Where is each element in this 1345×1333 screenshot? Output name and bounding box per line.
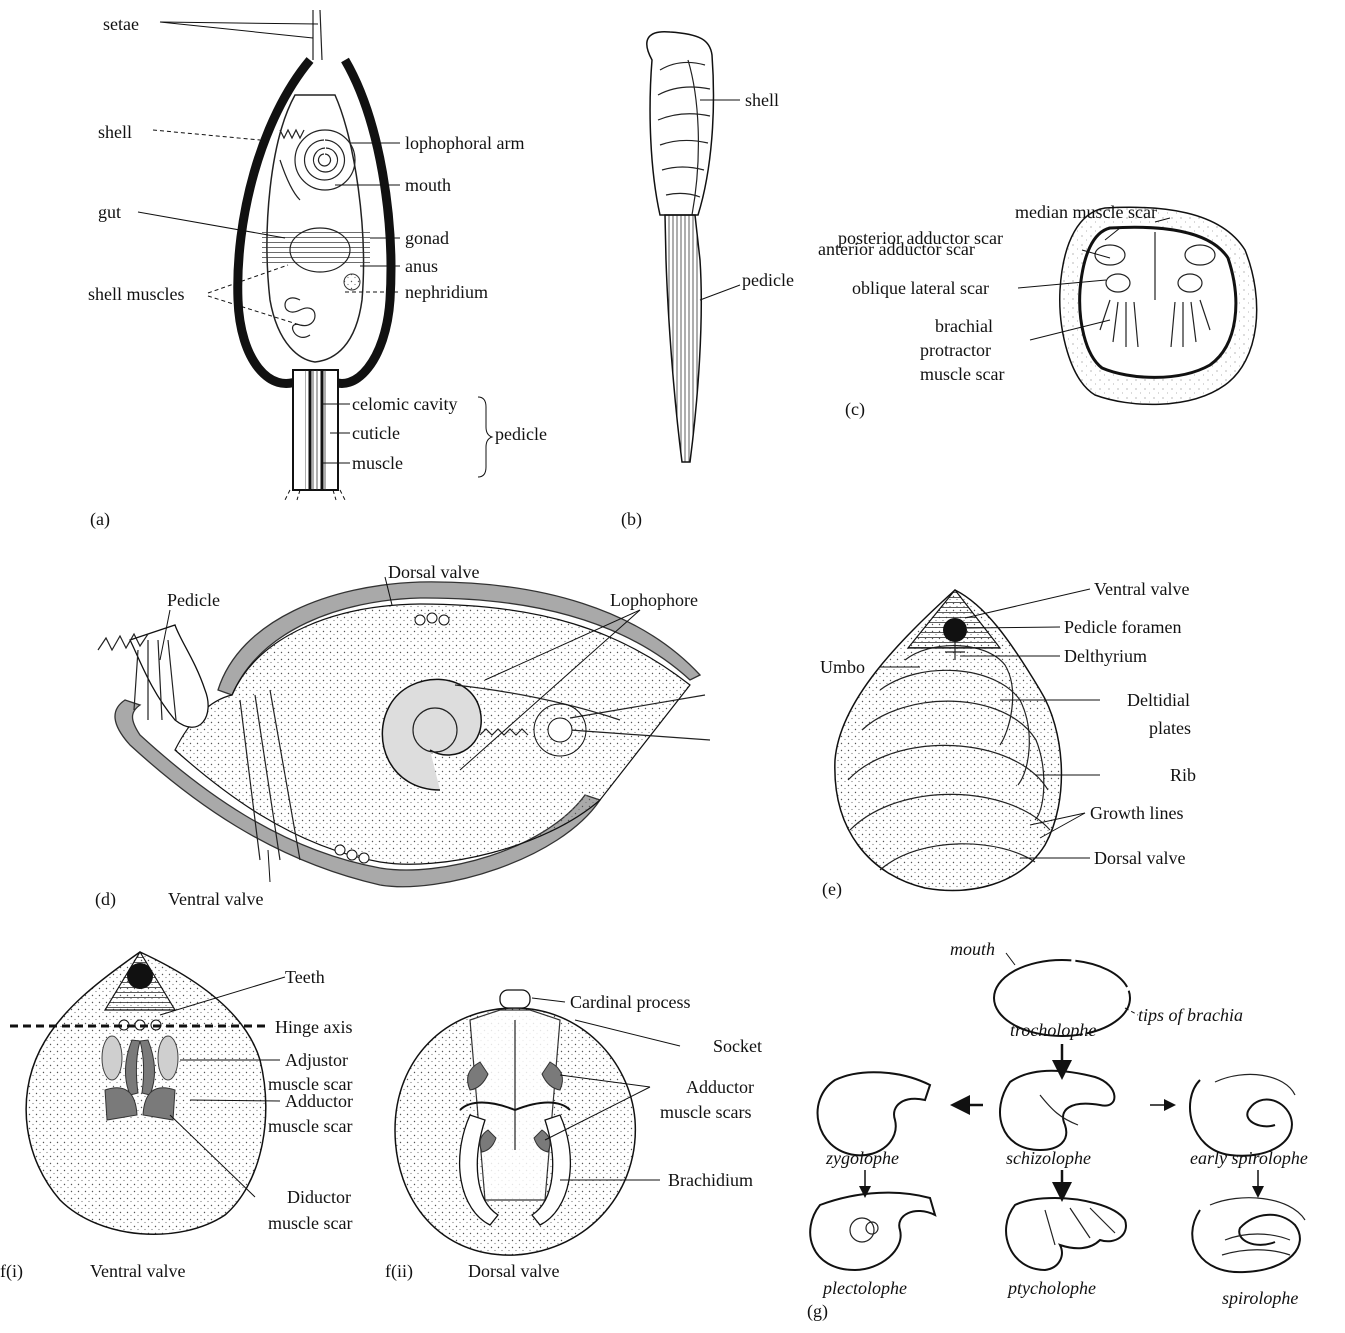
- label-adjustor: Adjustor: [285, 1050, 348, 1070]
- label-gut: gut: [98, 202, 121, 222]
- label-trocholophe: trocholophe: [1010, 1020, 1096, 1040]
- label-oblique-lateral-scar: oblique lateral scar: [852, 278, 989, 298]
- panel-g: mouth tips of brachia trocholophe zygolo…: [807, 939, 1308, 1322]
- label-adductor: Adductor: [285, 1091, 353, 1111]
- label-adductor-muscle-scar: muscle scar: [268, 1116, 352, 1136]
- label-dorsal-valve-e: Dorsal valve: [1094, 848, 1185, 868]
- label-celomic-cavity: celomic cavity: [352, 394, 457, 414]
- label-anterior-adductor-scar: anterior adductor scar: [818, 239, 975, 259]
- label-pedicle-d: Pedicle: [167, 590, 220, 610]
- caption-dorsal-valve-f: Dorsal valve: [468, 1261, 559, 1281]
- label-mouth: mouth: [405, 175, 451, 195]
- label-schizolophe: schizolophe: [1006, 1148, 1091, 1168]
- panel-tag-f-i: f(i): [0, 1261, 23, 1282]
- label-diductor-muscle-scar: muscle scar: [268, 1213, 352, 1233]
- label-dorsal-valve-d: Dorsal valve: [388, 562, 479, 582]
- panel-e-drawing: [835, 590, 1062, 890]
- label-setae: setae: [103, 14, 139, 34]
- label-delthyrium: Delthyrium: [1064, 646, 1147, 666]
- panel-c: median muscle scar posterior adductor sc…: [818, 202, 1257, 420]
- label-pedicle-b: pedicle: [742, 270, 794, 290]
- panel-f-ii-drawing: [395, 990, 635, 1255]
- label-shell-muscles: shell muscles: [88, 284, 185, 304]
- label-growth-lines: Growth lines: [1090, 803, 1184, 823]
- label-pedicle-a: pedicle: [495, 424, 547, 444]
- panel-f-ii: Cardinal process Socket Adductor muscle …: [385, 990, 762, 1282]
- panel-tag-a: (a): [90, 509, 110, 530]
- label-cuticle: cuticle: [352, 423, 400, 443]
- panel-d-drawing: [98, 582, 710, 887]
- label-teeth: Teeth: [285, 967, 325, 987]
- label-socket: Socket: [713, 1036, 762, 1056]
- panel-tag-b: (b): [621, 509, 642, 530]
- label-tips-of-brachia: tips of brachia: [1138, 1005, 1243, 1025]
- label-rib: Rib: [1170, 765, 1196, 785]
- label-plates: plates: [1149, 718, 1191, 738]
- label-ventral-valve-e: Ventral valve: [1094, 579, 1189, 599]
- label-shell: shell: [98, 122, 132, 142]
- label-brachial: brachial: [935, 316, 993, 336]
- panel-tag-e: (e): [822, 879, 842, 900]
- label-diductor: Diductor: [287, 1187, 351, 1207]
- label-pedicle-foramen: Pedicle foramen: [1064, 617, 1181, 637]
- panel-tag-d: (d): [95, 889, 116, 910]
- label-lophophore-d: Lophophore: [610, 590, 698, 610]
- label-protractor: protractor: [920, 340, 991, 360]
- panel-e: Ventral valve Pedicle foramen Umbo Delth…: [820, 579, 1196, 900]
- label-hinge-axis: Hinge axis: [275, 1017, 352, 1037]
- label-adductor-f2: Adductor: [686, 1077, 754, 1097]
- label-zygolophe: zygolophe: [825, 1148, 899, 1168]
- label-early-spirolophe: early spirolophe: [1190, 1148, 1308, 1168]
- label-umbo: Umbo: [820, 657, 865, 677]
- label-muscle-scar-c: muscle scar: [920, 364, 1004, 384]
- label-ventral-valve-d: Ventral valve: [168, 889, 263, 909]
- caption-ventral-valve-f: Ventral valve: [90, 1261, 185, 1281]
- label-gonad: gonad: [405, 228, 449, 248]
- panel-a: setae shell gut shell muscles lophophora…: [88, 10, 547, 530]
- panel-tag-c: (c): [845, 399, 865, 420]
- panel-f-i: Teeth Hinge axis Adjustor muscle scar Ad…: [0, 952, 353, 1282]
- panel-c-drawing: [1060, 207, 1257, 404]
- panel-b: shell pedicle (b): [621, 32, 794, 530]
- label-mouth-g: mouth: [950, 939, 995, 959]
- label-deltidial: Deltidial: [1127, 690, 1190, 710]
- label-ptycholophe: ptycholophe: [1006, 1278, 1096, 1298]
- label-anus: anus: [405, 256, 438, 276]
- label-cardinal-process: Cardinal process: [570, 992, 690, 1012]
- label-muscle: muscle: [352, 453, 403, 473]
- panel-tag-f-ii: f(ii): [385, 1261, 413, 1282]
- panel-b-drawing: [647, 32, 714, 462]
- label-spirolophe: spirolophe: [1222, 1288, 1298, 1308]
- label-lophophoral-arm: lophophoral arm: [405, 133, 524, 153]
- label-median-muscle-scar: median muscle scar: [1015, 202, 1157, 222]
- panel-f-i-drawing: [26, 952, 266, 1234]
- label-plectolophe: plectolophe: [821, 1278, 907, 1298]
- panel-tag-g: (g): [807, 1301, 828, 1322]
- label-adductor-muscle-scars: muscle scars: [660, 1102, 751, 1122]
- panel-d: Dorsal valve Pedicle Lophophore Ventral …: [95, 562, 710, 910]
- label-brachidium: Brachidium: [668, 1170, 753, 1190]
- label-nephridium: nephridium: [405, 282, 488, 302]
- label-shell-b: shell: [745, 90, 779, 110]
